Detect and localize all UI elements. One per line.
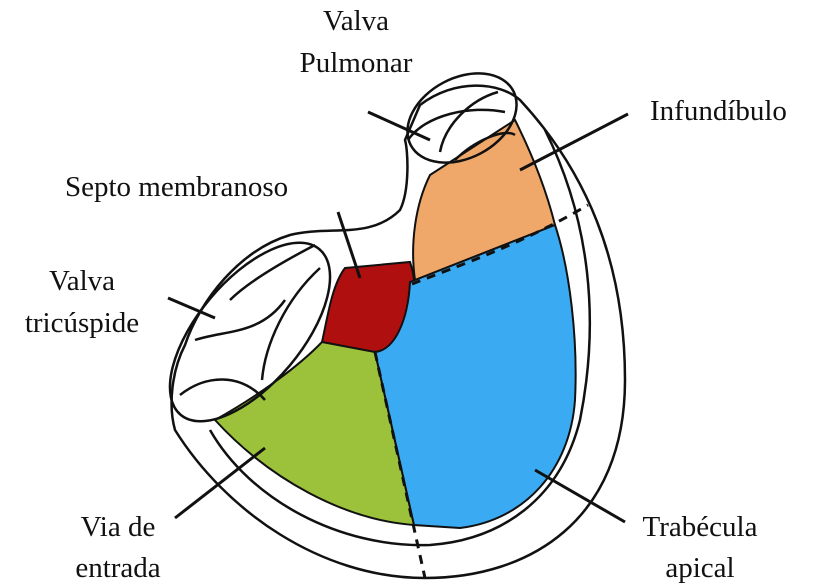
- label-infundibulo: Infundíbulo: [650, 95, 787, 127]
- label-trabecula-apical-line1: Trabécula: [643, 511, 758, 543]
- label-valva-pulmonar-line2: Pulmonar: [300, 47, 413, 79]
- label-valva-pulmonar-line1: Valva: [323, 5, 389, 37]
- label-trabecula-apical-line2: apical: [665, 552, 734, 584]
- leader-infundibulo: [520, 114, 628, 170]
- leader-via-entrada: [175, 448, 265, 518]
- label-septo-membranoso: Septo membranoso: [65, 171, 288, 203]
- label-valva-tricuspide-line2: tricúspide: [25, 307, 139, 339]
- label-valva-tricuspide-line1: Valva: [49, 265, 115, 297]
- label-via-entrada-line2: entrada: [75, 552, 160, 584]
- label-via-entrada-line1: Via de: [81, 511, 156, 543]
